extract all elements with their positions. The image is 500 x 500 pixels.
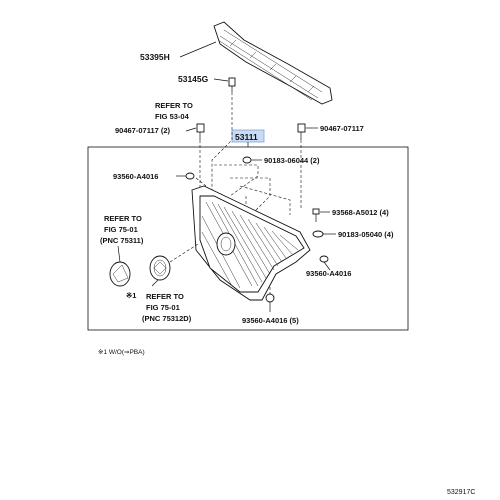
refer-fig53-line2[interactable]: FIG 53-04 [155,112,190,121]
diagram-id: 532917C [447,489,475,496]
label-93568[interactable]: 93568-A5012 (4) [332,208,389,217]
refer-fig53-line1[interactable]: REFER TO [155,101,193,110]
label-53395h[interactable]: 53395H [140,52,170,62]
emblem-right-part[interactable] [149,255,171,281]
refer-fig75a-line1[interactable]: REFER TO [104,214,142,223]
clip-93560-right-icon[interactable] [319,255,329,263]
label-93560-left[interactable]: 93560-A4016 [113,172,158,181]
label-53111[interactable]: 53111 [235,132,258,142]
refer-fig75b-line2[interactable]: FIG 75-01 [146,303,180,312]
clip-90467-right-icon[interactable] [297,123,306,140]
clip-90467-left-icon[interactable] [196,123,205,140]
clip-90183-06044-icon[interactable] [242,156,252,164]
refer-fig75a-line2[interactable]: FIG 75-01 [104,225,138,234]
emblem-left-part[interactable] [109,261,131,287]
label-90183-05040[interactable]: 90183-05040 (4) [338,230,394,239]
label-90467-left[interactable]: 90467-07117 (2) [115,126,171,135]
label-93560-bottom[interactable]: 93560-A4016 (5) [242,316,299,325]
screw-93568-icon[interactable] [312,208,320,222]
label-53145g[interactable]: 53145G [178,74,209,84]
footnote: ※1 W/O(⇒PBA) [98,349,145,356]
label-90467-right[interactable]: 90467-07117 [320,124,364,133]
clip-93560-left-icon[interactable] [185,172,195,180]
clip-53145g-icon[interactable] [228,77,236,92]
refer-fig75b-line1[interactable]: REFER TO [146,292,184,301]
note-mark: ※1 [126,291,136,300]
radiator-grille-part[interactable] [191,185,311,301]
clip-93560-bottom-icon[interactable] [265,293,275,303]
clip-90183-05040-icon[interactable] [312,230,324,238]
refer-fig75a-line3[interactable]: (PNC 75311) [100,236,144,245]
refer-fig75b-line3[interactable]: (PNC 75312D) [142,314,192,323]
label-93560-right[interactable]: 93560-A4016 [306,269,351,278]
label-90183-06044[interactable]: 90183-06044 (2) [264,156,320,165]
upper-cover-part[interactable] [213,21,333,105]
